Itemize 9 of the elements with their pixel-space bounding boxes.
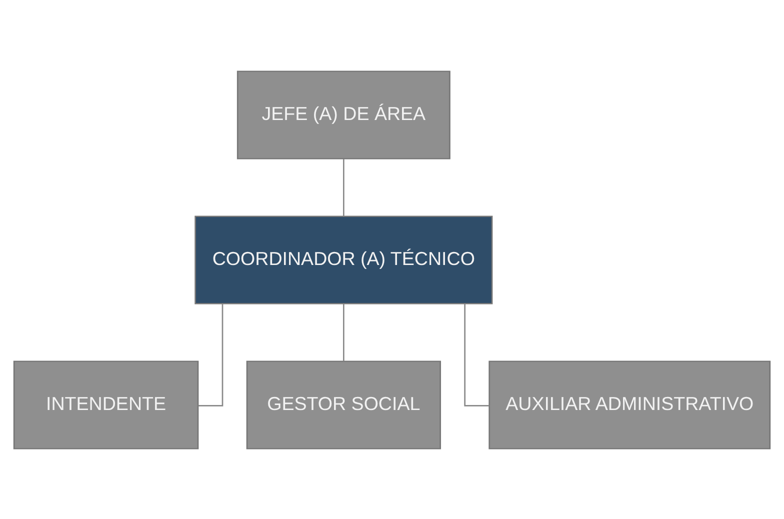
node-box: JEFE (A) DE ÁREA: [236, 70, 450, 159]
node-box: COORDINADOR (A) TÉCNICO: [194, 215, 493, 304]
node-box: GESTOR SOCIAL: [246, 360, 441, 449]
connector: [464, 303, 490, 406]
connector: [343, 303, 344, 361]
node-box: INTENDENTE: [13, 360, 199, 449]
node-box: AUXILIAR ADMINISTRATIVO: [488, 360, 771, 449]
connector: [343, 158, 344, 216]
connector: [198, 303, 224, 406]
